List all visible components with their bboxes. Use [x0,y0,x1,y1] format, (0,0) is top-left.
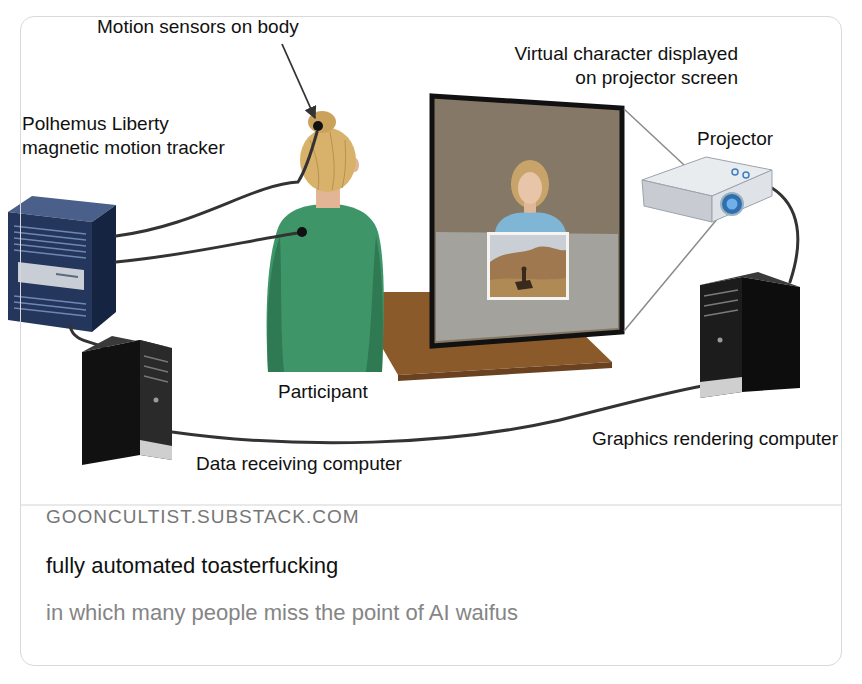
data-receiving-computer [82,340,140,465]
projector [712,170,772,222]
participant [308,111,336,133]
callout-label: Data receiving computer [196,452,402,476]
callout-label: Virtual character displayed on projector… [438,42,738,90]
photo-inset [515,280,533,290]
graphics-rendering-computer [742,277,800,392]
projector-screen [432,96,622,346]
data-receiving-computer [82,336,172,465]
graphics-rendering-computer [704,290,738,296]
participant [342,140,346,188]
data-receiving-computer [154,398,159,403]
graphics-rendering-computer [718,338,723,343]
card-separator [21,505,841,506]
photo-inset [487,232,569,300]
sensor-cable [116,233,298,262]
projector [732,169,738,175]
motion-tracker [8,196,116,332]
virtual-character [518,172,542,204]
callout-label: Participant [278,380,368,404]
projector-screen [432,96,622,346]
photo-inset [490,235,566,297]
participant [267,111,384,372]
site-domain: GOONCULTIST.SUBSTACK.COM [46,506,821,528]
motion-tracker [92,205,116,332]
graphics-rendering-computer [704,290,738,316]
table [398,362,612,381]
graphics-rendering-computer [700,377,742,398]
participant [267,236,284,372]
projector [743,172,749,178]
photo-inset [487,232,569,300]
projector [727,199,738,210]
virtual-character [495,213,566,232]
motion-tracker [14,308,86,316]
projector-screen [432,96,622,346]
data-receiving-computer [144,356,168,382]
callout-label: Motion sensors on body [97,15,299,39]
data-receiving-computer [144,376,168,382]
leader-arrow [282,44,315,118]
participant [366,236,383,372]
virtual-character [495,160,566,232]
projector-screen [436,232,618,341]
graphics-rendering-computer [704,300,738,306]
data-receiving-computer [140,340,172,460]
graphics-rendering-computer [700,272,800,398]
motion-tracker [56,274,78,277]
motion-sensor [297,227,307,237]
data-receiving-computer [144,356,168,362]
participant [267,204,384,372]
link-title: fully automated toasterfucking [46,552,821,580]
motion-tracker [18,262,84,290]
photo-inset [522,271,526,281]
link-subtitle: in which many people miss the point of A… [46,599,821,627]
projector [642,157,772,222]
graphics-rendering-computer [700,277,742,398]
callout-label: Projector [697,127,773,151]
callout-label: Graphics rendering computer [592,427,838,451]
motion-sensor [313,121,323,131]
card-separator [21,504,841,506]
graphics-rendering-computer [704,310,738,316]
data-receiving-computer [144,366,168,372]
cable [772,188,798,282]
photo-inset [522,267,527,272]
projector [642,180,712,222]
leader-arrow [282,44,315,118]
photo-inset [490,278,566,297]
motion-tracker [14,250,86,258]
card-footer: GOONCULTIST.SUBSTACK.COM fully automated … [46,506,821,627]
virtual-character [511,160,549,208]
motion-sensor [297,121,323,237]
callout-label: Polhemus Liberty magnetic motion tracker [22,112,250,160]
photo-inset [490,246,566,297]
projector [721,193,743,215]
motion-tracker [14,226,86,316]
participant [330,132,334,190]
data-receiving-computer [140,440,172,460]
